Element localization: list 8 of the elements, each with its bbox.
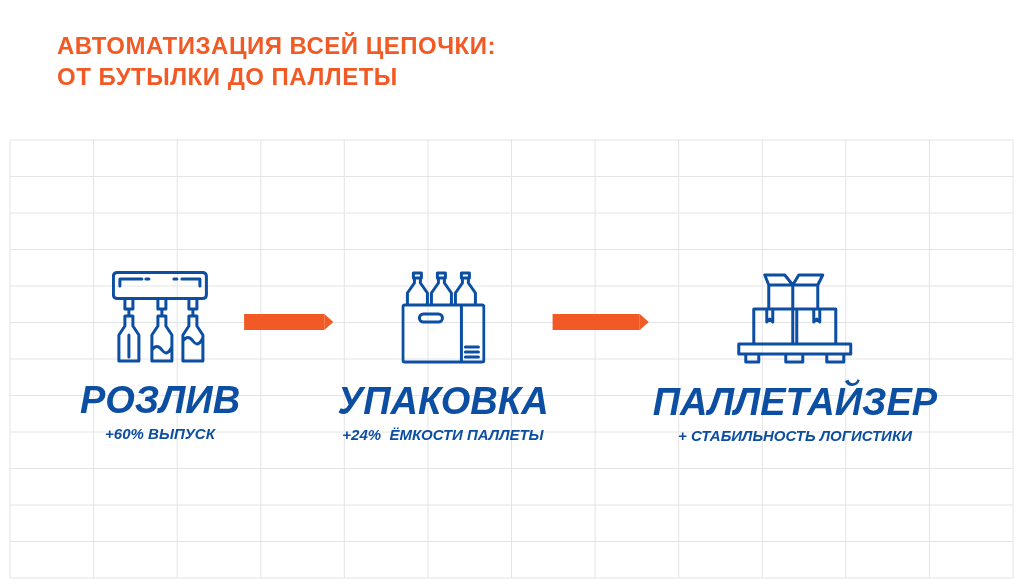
step-subtitle: + СТАБИЛЬНОСТЬ ЛОГИСТИКИ [678, 427, 912, 445]
arrow [552, 314, 649, 330]
step-title: УПАКОВКА [337, 381, 549, 421]
step-subtitle: +24% ЁМКОСТИ ПАЛЛЕТЫ [342, 426, 544, 444]
arrow [244, 314, 334, 330]
step-title: РОЗЛИВ [79, 380, 241, 420]
page-title: АВТОМАТИЗАЦИЯ ВСЕЙ ЦЕПОЧКИ: ОТ БУТЫЛКИ ДО ПАЛЛЕТЫ [57, 31, 497, 92]
step-subtitle: +60% ВЫПУСК [105, 425, 215, 443]
